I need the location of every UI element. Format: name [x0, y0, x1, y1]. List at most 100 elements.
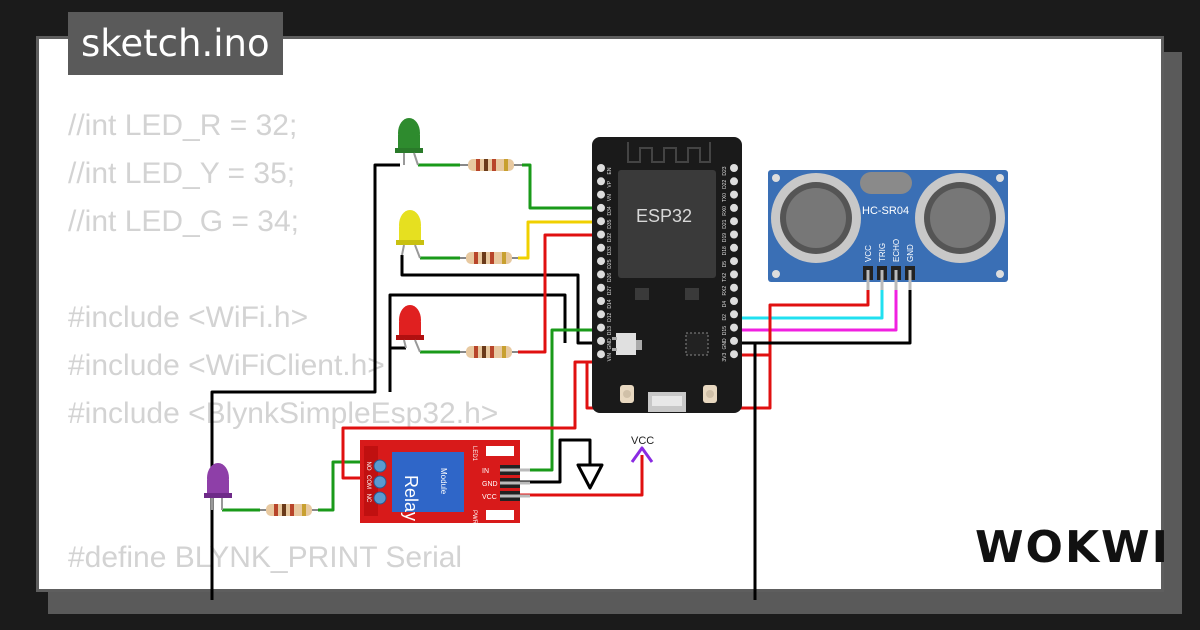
code-line: //int LED_R = 32;: [68, 109, 298, 142]
svg-text:ECHO: ECHO: [892, 239, 901, 262]
esp32-board: ESP32 ENVPVND34D35D32D33D25D26D27D14D12D…: [592, 137, 742, 413]
svg-text:D25: D25: [607, 259, 613, 268]
svg-text:D34: D34: [607, 206, 613, 215]
code-line: //int LED_G = 34;: [68, 205, 299, 238]
led-purple: [204, 463, 232, 510]
svg-text:TRIG: TRIG: [878, 243, 887, 262]
svg-text:D19: D19: [722, 233, 728, 242]
svg-text:VN: VN: [607, 194, 613, 201]
esp32-pin-gnd: GND: [722, 336, 738, 350]
svg-text:EN: EN: [607, 167, 613, 174]
svg-text:NO: NO: [365, 462, 371, 471]
sensor-pin-trig: TRIG: [877, 243, 887, 290]
relay-terminal-com: COM: [365, 475, 371, 489]
svg-text:GND: GND: [607, 338, 613, 350]
esp32-pin-d32: D32: [597, 230, 613, 242]
esp32-pin-d23: D23: [722, 164, 738, 176]
svg-text:D26: D26: [607, 273, 613, 282]
esp32-pin-3v3: 3V3: [722, 350, 738, 362]
relay-terminal-no: NO: [365, 462, 371, 471]
wire-gnd-leds: [210, 163, 400, 600]
file-tab-title: sketch.ino: [68, 12, 283, 75]
ground-symbol: [576, 463, 604, 490]
wire-relay-com: [341, 360, 600, 480]
wire-green-d34: [522, 163, 600, 210]
esp32-pin-d12: D12: [597, 310, 613, 322]
esp32-pin-vin: VIN: [597, 350, 613, 361]
esp32-pin-d4: D4: [722, 297, 738, 307]
esp32-pin-d33: D33: [597, 243, 613, 255]
wire-yellow-d35: [518, 220, 600, 260]
sensor-pin-vcc: VCC: [863, 245, 873, 290]
code-line: //int LED_Y = 35;: [68, 157, 296, 190]
esp32-pin-d34: D34: [597, 203, 613, 215]
wire-gnd-red: [388, 293, 567, 350]
svg-text:RX2: RX2: [722, 286, 728, 296]
esp32-pin-vp: VP: [597, 177, 613, 188]
led-green: [395, 118, 423, 166]
esp32-pin-d21: D21: [722, 217, 738, 229]
svg-text:VCC: VCC: [482, 494, 497, 501]
wire-sensor-vcc: [585, 353, 772, 410]
relay-led-label: LED1: [471, 446, 477, 462]
svg-text:GND: GND: [722, 338, 728, 350]
relay-sublabel: Module: [439, 468, 448, 495]
svg-text:D33: D33: [607, 246, 613, 255]
svg-text:GND: GND: [906, 244, 915, 262]
esp32-pin-d5: D5: [722, 257, 738, 267]
svg-text:D15: D15: [722, 326, 728, 335]
wire-relay-gnd: [520, 438, 592, 484]
sensor-label: HC-SR04: [862, 205, 909, 217]
svg-text:D22: D22: [722, 180, 728, 189]
svg-text:D13: D13: [607, 326, 613, 335]
sensor-pin-gnd: GND: [905, 244, 915, 290]
relay-pin-in: IN: [482, 465, 530, 475]
svg-text:D32: D32: [607, 233, 613, 242]
svg-text:NC: NC: [365, 494, 371, 503]
svg-text:VIN: VIN: [607, 353, 613, 362]
svg-text:COM: COM: [365, 475, 371, 489]
esp32-pin-en: EN: [597, 164, 613, 174]
svg-text:IN: IN: [482, 468, 489, 475]
vcc-label: VCC: [631, 435, 654, 447]
wire-relay-vcc: [520, 455, 644, 497]
esp32-pin-tx0: TX0: [722, 190, 738, 202]
svg-text:D5: D5: [722, 261, 728, 268]
wire-red-d32: [518, 233, 600, 354]
wire-purple-relay: [318, 460, 370, 512]
esp32-pin-d27: D27: [597, 283, 613, 295]
esp32-pin-vn: VN: [597, 190, 613, 201]
esp32-pin-d22: D22: [722, 177, 738, 189]
code-line: #define BLYNK_PRINT Serial: [68, 541, 463, 574]
svg-text:D2: D2: [722, 314, 728, 321]
svg-text:TX0: TX0: [722, 193, 728, 202]
wire-sensor-trig: [735, 285, 884, 320]
svg-text:GND: GND: [482, 481, 498, 488]
svg-text:VCC: VCC: [864, 245, 873, 262]
esp32-pin-rx2: RX2: [722, 283, 738, 296]
esp32-pin-rx0: RX0: [722, 203, 738, 216]
led-yellow: [396, 210, 424, 259]
svg-text:D35: D35: [607, 219, 613, 228]
code-background: //int LED_R = 32; //int LED_Y = 35; //in…: [68, 102, 498, 582]
esp32-pin-d13: D13: [597, 323, 613, 335]
svg-text:D4: D4: [722, 301, 728, 308]
svg-text:D23: D23: [722, 166, 728, 175]
resistor-yellow: [460, 252, 518, 264]
hc-sr04-sensor: HC-SR04 VCC TRIG ECHO GND: [768, 170, 1008, 290]
relay-label: Relay: [401, 475, 421, 521]
wire-gnd-yellow: [400, 255, 600, 345]
esp32-pin-gnd: GND: [597, 336, 613, 350]
sensor-pin-echo: ECHO: [891, 239, 901, 290]
resistor-purple: [260, 504, 318, 516]
wire-sensor-vcc2: [768, 285, 870, 355]
esp32-label: ESP32: [636, 206, 692, 226]
code-line: #include <BlynkSimpleEsp32.h>: [68, 397, 499, 430]
resistor-green: [460, 159, 522, 171]
code-line: #include <WiFi.h>: [68, 301, 309, 334]
esp32-pin-tx2: TX2: [722, 270, 738, 282]
wire-sensor-gnd: [735, 285, 912, 345]
esp32-pin-d18: D18: [722, 243, 738, 255]
svg-text:D18: D18: [722, 246, 728, 255]
